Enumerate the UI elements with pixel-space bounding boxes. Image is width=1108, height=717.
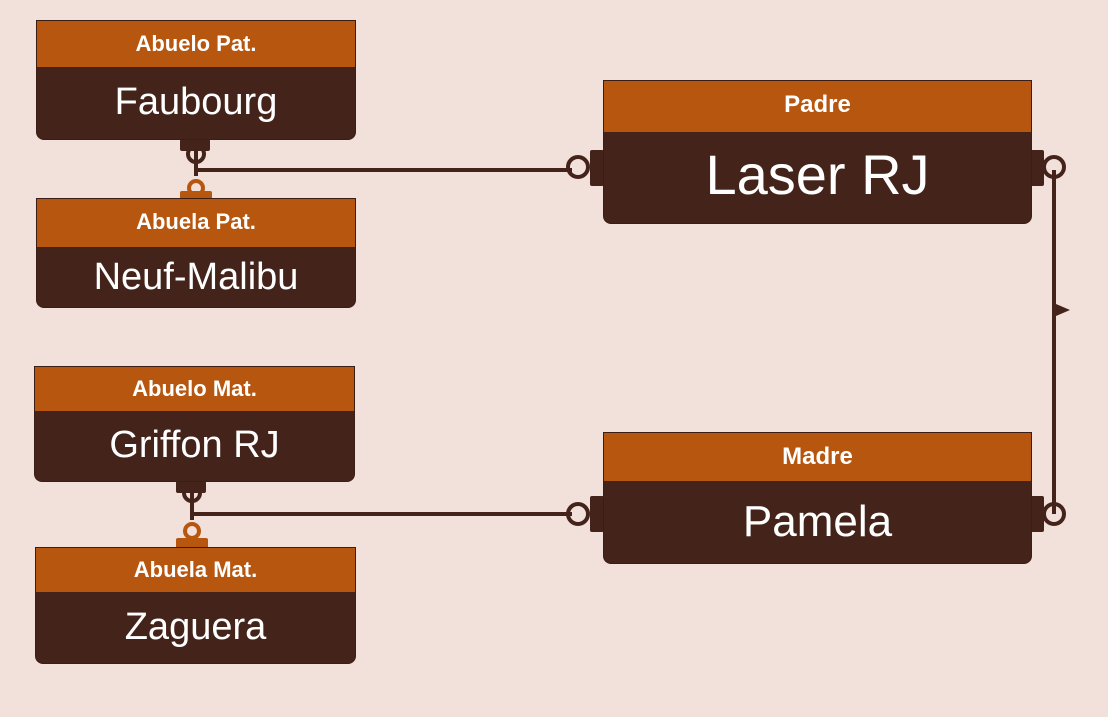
node-abuelo-mat[interactable]: Abuelo Mat. Griffon RJ (35, 367, 354, 481)
arrow-marker (1056, 304, 1070, 316)
connector-maternal-to-madre (190, 505, 572, 516)
tab-madre-left (590, 496, 604, 532)
node-role-label: Abuela Pat. (37, 199, 355, 247)
node-role-label: Abuela Mat. (36, 548, 355, 592)
node-name-label: Griffon RJ (109, 424, 280, 466)
node-abuela-pat[interactable]: Abuela Pat. Neuf-Malibu (37, 199, 355, 307)
node-padre[interactable]: Padre Laser RJ (604, 81, 1031, 223)
node-madre[interactable]: Madre Pamela (604, 433, 1031, 563)
port-abuela-mat-top (183, 522, 201, 540)
connector-paternal-to-padre (194, 162, 572, 172)
node-role-label: Abuelo Mat. (35, 367, 354, 411)
tab-madre-right (1030, 496, 1044, 532)
node-name-label: Zaguera (124, 606, 267, 648)
node-name-label: Laser RJ (705, 143, 930, 206)
tab-padre-left (590, 150, 604, 186)
node-role-label: Abuelo Pat. (37, 21, 355, 67)
node-name-label: Faubourg (114, 81, 278, 123)
tab-abuela-mat-top (176, 538, 208, 549)
tab-abuelo-mat-bottom (176, 481, 206, 493)
node-abuelo-pat[interactable]: Abuelo Pat. Faubourg (37, 21, 355, 139)
tab-abuela-pat-top (180, 191, 212, 201)
port-madre-left (566, 502, 590, 526)
node-role-label: Padre (604, 81, 1031, 132)
node-role-label: Madre (604, 433, 1031, 481)
tab-padre-right (1030, 150, 1044, 186)
tab-abuelo-pat-bottom (180, 139, 210, 151)
node-name-label: Neuf-Malibu (93, 256, 299, 298)
port-padre-left (566, 155, 590, 179)
node-name-label: Pamela (742, 497, 893, 546)
node-abuela-mat[interactable]: Abuela Mat. Zaguera (36, 548, 355, 663)
